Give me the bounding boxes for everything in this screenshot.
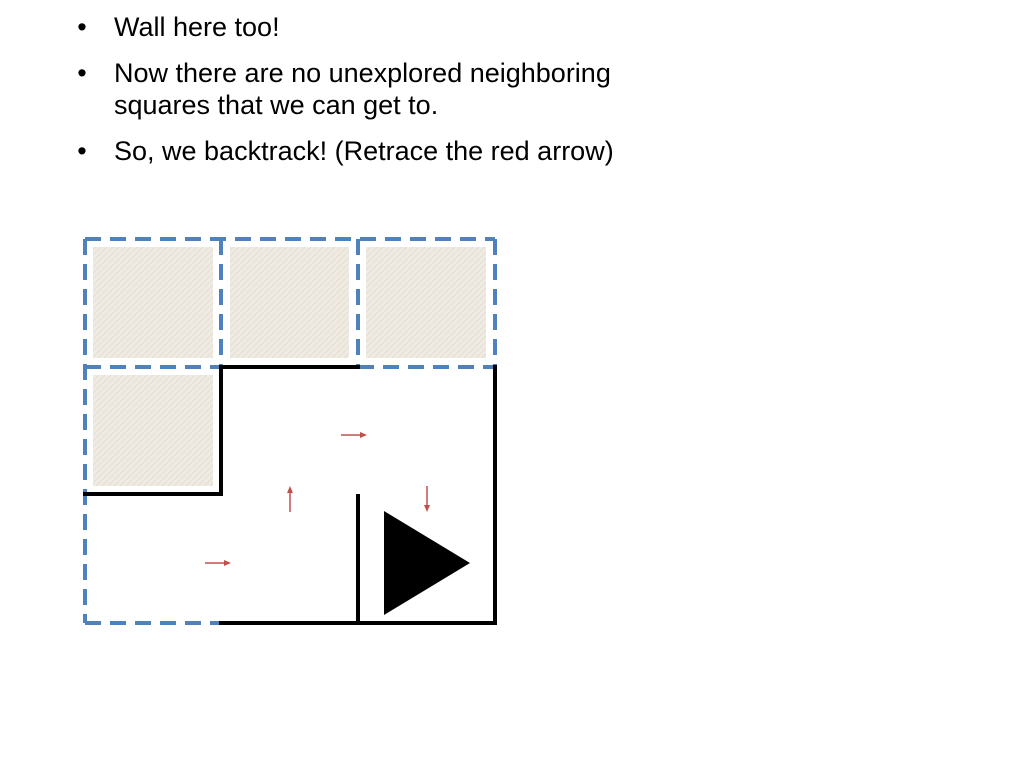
arrow-up-icon <box>287 486 293 512</box>
player-triangle-icon <box>384 511 470 615</box>
bullet-text: So, we backtrack! (Retrace the red arrow… <box>114 135 614 166</box>
explored-cell <box>230 247 349 358</box>
dashed-boundaries <box>83 237 497 625</box>
bullet-icon: • <box>77 57 87 88</box>
bullet-icon: • <box>77 12 87 42</box>
bullet-item: • So, we backtrack! (Retrace the red arr… <box>72 136 712 168</box>
bullet-item: • Now there are no unexplored neighborin… <box>72 58 712 122</box>
bullet-icon: • <box>77 135 87 166</box>
explored-cell <box>366 247 486 358</box>
bullet-item: • Wall here too! <box>72 12 712 44</box>
bullet-list: • Wall here too! • Now there are no unex… <box>72 12 712 181</box>
arrow-right-icon <box>205 560 231 566</box>
walls <box>83 365 497 625</box>
bullet-text: Wall here too! <box>114 12 280 42</box>
explored-cell <box>93 375 213 486</box>
backtrack-arrows <box>205 432 430 566</box>
arrow-down-icon <box>424 486 430 512</box>
arrow-right-icon <box>341 432 367 438</box>
bullet-text: Now there are no unexplored neighboring … <box>114 57 611 120</box>
explored-cell <box>93 247 213 358</box>
